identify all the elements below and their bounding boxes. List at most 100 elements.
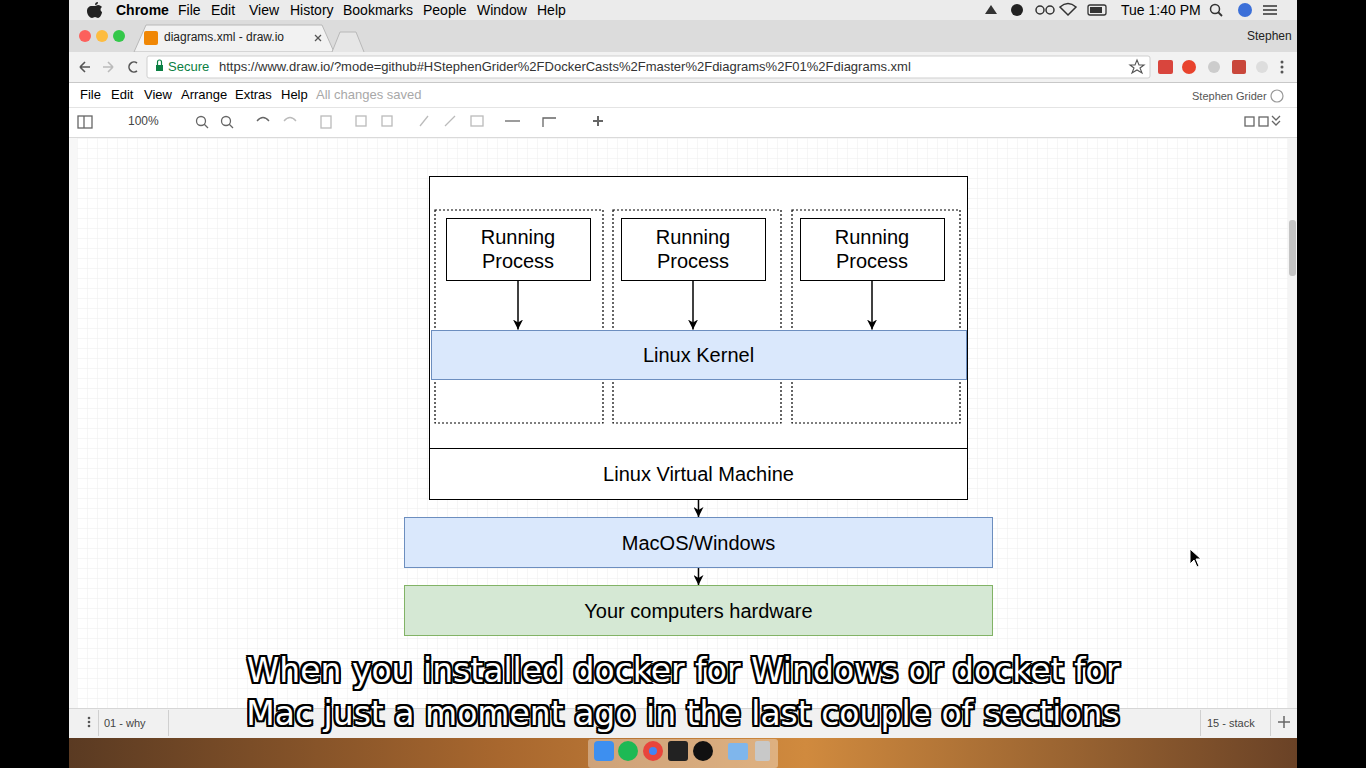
- extension-icon: [1158, 60, 1173, 74]
- app-menu-item: Extras: [235, 87, 272, 103]
- app-menu-item: Edit: [111, 87, 133, 103]
- divider: [69, 82, 1297, 83]
- hardware-band: Your computers hardware: [404, 585, 993, 636]
- save-status: All changes saved: [316, 87, 422, 103]
- box-label: Your computers hardware: [584, 599, 812, 623]
- minimize-button: [96, 30, 108, 42]
- connector-arrow: [871, 281, 873, 330]
- app-menu-item: Help: [281, 87, 308, 103]
- back-button: [80, 62, 90, 72]
- toolbar-icons: [78, 116, 1280, 128]
- close-button: [79, 30, 91, 42]
- page-tab: 01 - why: [104, 716, 146, 730]
- connector-arrow: [517, 281, 519, 330]
- pages-menu: [88, 725, 91, 728]
- app-toolbar: [69, 83, 1297, 138]
- subtitle: Mac just a moment ago in the last couple…: [69, 693, 1297, 734]
- pages-menu: [88, 721, 91, 724]
- sidebar-edge: [69, 138, 77, 708]
- process-box: Running Process: [621, 218, 766, 281]
- page-tab: 15 - stack: [1207, 716, 1255, 730]
- menu-item: Edit: [211, 1, 235, 19]
- tab-close: [315, 35, 321, 41]
- apple-logo: [87, 2, 102, 18]
- pages-menu: [88, 717, 91, 720]
- scrollbar-thumb: [1289, 220, 1296, 276]
- box-label: Running Process: [453, 225, 584, 273]
- container-outline: [613, 210, 781, 423]
- divider: [69, 107, 1297, 108]
- kernel-band: Linux Kernel: [431, 330, 967, 380]
- extension-icon: [1182, 60, 1196, 74]
- tab-separator: [1200, 710, 1201, 736]
- reload-button: [129, 62, 137, 72]
- os-band: MacOS/Windows: [404, 517, 993, 568]
- tab-separator: [98, 710, 99, 736]
- menu-item: Help: [537, 1, 566, 19]
- app-menu-item: Arrange: [181, 87, 227, 103]
- connector-arrow: [698, 500, 700, 517]
- bookmark-star: [1130, 60, 1144, 73]
- box-label: MacOS/Windows: [622, 531, 775, 555]
- menu-item: History: [290, 1, 334, 19]
- tab-strip: [69, 20, 1297, 52]
- divider: [69, 137, 1297, 138]
- tab-title: diagrams.xml - draw.io: [164, 30, 284, 45]
- favicon: [144, 31, 158, 45]
- canvas: [77, 138, 1288, 708]
- menu-item: Window: [477, 1, 527, 19]
- scrollbar: [1288, 138, 1297, 708]
- mouse-cursor: [1190, 549, 1201, 567]
- zoom-level: 100%: [128, 114, 159, 129]
- box-label: Running Process: [807, 225, 938, 273]
- secure-badge: Secure: [168, 59, 209, 75]
- chrome-menu: [1281, 71, 1284, 74]
- omnibox: [147, 56, 1150, 78]
- clock: Tue 1:40 PM: [1121, 1, 1201, 19]
- toolbar: [69, 52, 1297, 83]
- extension-icon: [1256, 61, 1268, 73]
- vm-label: Linux Virtual Machine: [430, 448, 967, 499]
- menu-item: People: [423, 1, 467, 19]
- user-name: Stephen Grider: [1192, 89, 1267, 103]
- lock-icon: [156, 65, 163, 71]
- container-outline: [792, 210, 960, 423]
- chrome-menu: [1281, 61, 1284, 64]
- profile-name: Stephen: [1247, 29, 1292, 44]
- container-outline: [435, 210, 603, 423]
- vm-box: Linux Virtual Machine Running Process Runn…: [429, 176, 968, 500]
- canvas-grid: [77, 138, 1288, 708]
- app-menu-item: File: [80, 87, 101, 103]
- menu-bar: [69, 0, 1297, 20]
- chrome-menu: [1281, 66, 1284, 69]
- box-label: Linux Kernel: [643, 343, 754, 367]
- active-tab: [134, 25, 334, 52]
- lock-icon: [158, 60, 162, 65]
- process-box: Running Process: [800, 218, 945, 281]
- process-box: Running Process: [446, 218, 591, 281]
- dock-icons: [594, 741, 770, 761]
- menu-item: Bookmarks: [343, 1, 413, 19]
- extension-icon: [1232, 60, 1246, 74]
- tab-separator: [1270, 710, 1271, 736]
- forward-button: [103, 62, 113, 72]
- subtitle: When you installed docker for Windows or…: [69, 650, 1297, 691]
- tab-separator: [168, 710, 169, 736]
- wallpaper: [69, 738, 1297, 768]
- menu-item: View: [249, 1, 279, 19]
- tab-close: [315, 35, 321, 41]
- app-menu-item: View: [144, 87, 172, 103]
- connector-arrow: [692, 281, 694, 330]
- new-tab-button: [332, 32, 364, 52]
- zoom-button: [113, 30, 125, 42]
- extension-icon: [1208, 61, 1220, 73]
- app-menu-name: Chrome: [116, 1, 169, 19]
- add-page: [1283, 716, 1285, 728]
- box-label: Running Process: [628, 225, 759, 273]
- url: https://www.draw.io/?mode=github#HStephe…: [219, 59, 911, 75]
- menu-item: File: [178, 1, 201, 19]
- language-icon: [1271, 90, 1283, 102]
- connector-arrow: [698, 568, 700, 585]
